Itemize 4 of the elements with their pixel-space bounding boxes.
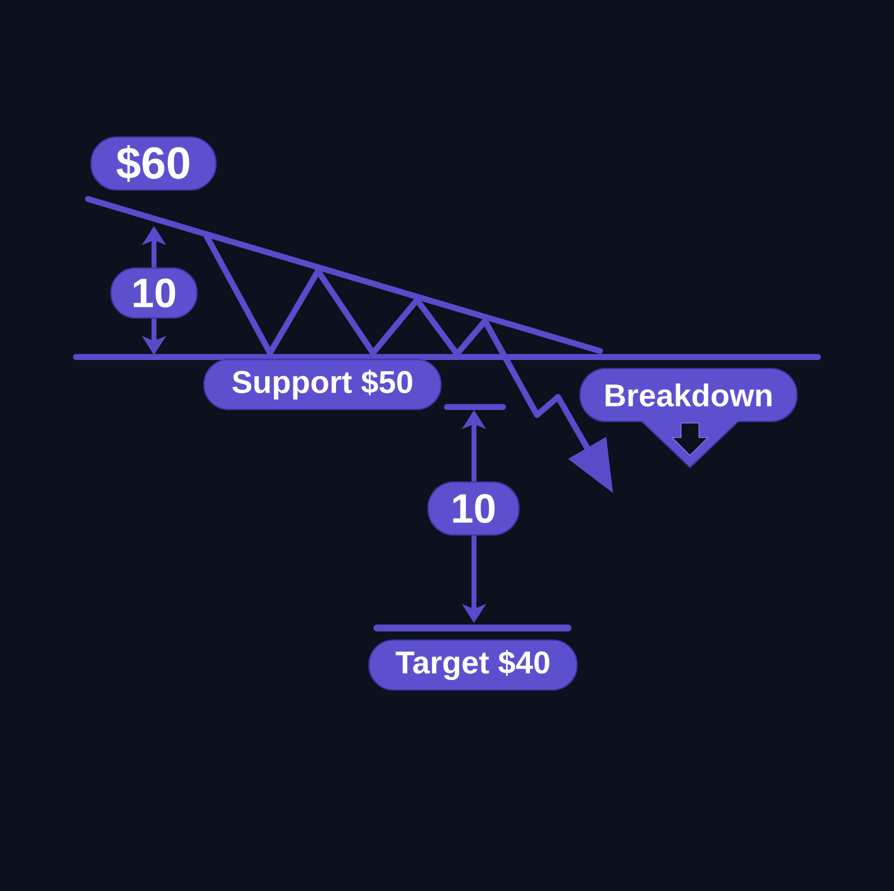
- price-label: $60: [90, 136, 217, 191]
- target-label: Target $40: [368, 639, 578, 691]
- support-label: Support $50: [203, 358, 442, 410]
- callout-box: Breakdown: [579, 368, 798, 468]
